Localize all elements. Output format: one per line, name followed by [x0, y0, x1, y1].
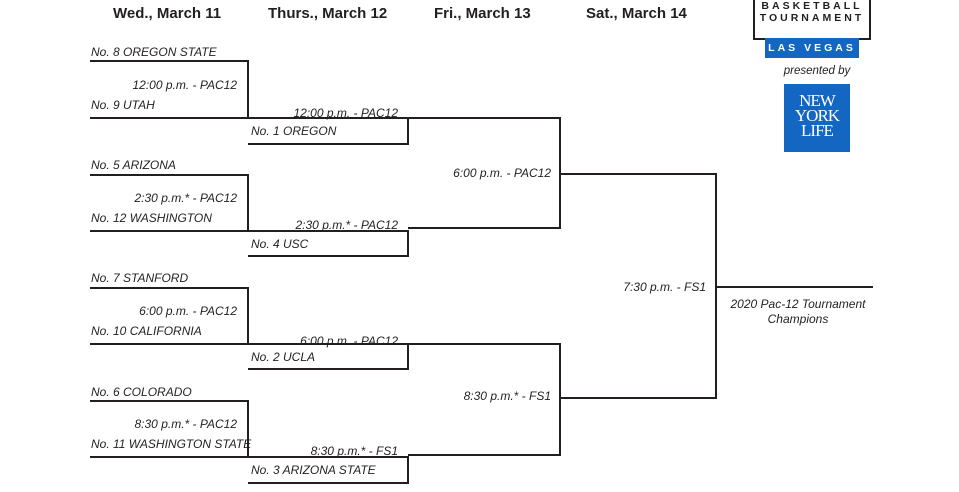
sponsor-logo-line-2: YORK — [794, 106, 840, 125]
qf1-time: 12:00 p.m. - PAC12 — [293, 106, 399, 120]
qf2-team: No. 4 USC — [251, 237, 309, 251]
tournament-logo: BASKETBALL TOURNAMENT — [753, 0, 871, 40]
bracket-line-r1-g2 — [90, 174, 249, 232]
bracket-line-r1-g3 — [90, 287, 249, 345]
sponsor-logo-line-3: LIFE — [801, 121, 834, 140]
bracket-line-r1-g4 — [90, 400, 249, 458]
r1-g3-time: 6:00 p.m. - PAC12 — [139, 304, 237, 318]
sf2-time: 8:30 p.m.* - FS1 — [463, 389, 551, 403]
sponsor-logo-line-1: NEW — [799, 91, 836, 110]
qf1-team: No. 1 OREGON — [251, 124, 337, 138]
r1-g2-time: 2:30 p.m.* - PAC12 — [134, 191, 238, 205]
r1-g4-time: 8:30 p.m.* - PAC12 — [134, 417, 238, 431]
bracket-line-sf2 — [408, 343, 561, 456]
sponsor-logo: NEW YORK LIFE — [784, 84, 850, 152]
champion-label-line-2: Champions — [767, 312, 829, 326]
r1-g4-team-bottom: No. 11 WASHINGTON STATE — [91, 437, 252, 451]
r1-g3-team-bottom: No. 10 CALIFORNIA — [91, 324, 202, 338]
bracket-line-qf2 — [248, 230, 409, 257]
logo-line-2: TOURNAMENT — [759, 12, 865, 24]
logo-location-bar: LAS VEGAS — [765, 38, 859, 58]
qf4-time: 8:30 p.m.* - FS1 — [310, 444, 398, 458]
r1-g1-team-top: No. 8 OREGON STATE — [91, 45, 217, 59]
day-header-thu: Thurs., March 12 — [268, 5, 388, 22]
champion-label-line-1: 2020 Pac-12 Tournament — [730, 297, 866, 311]
r1-g1-team-bottom: No. 9 UTAH — [91, 98, 155, 112]
qf3-team: No. 2 UCLA — [251, 350, 316, 364]
r1-g2-team-top: No. 5 ARIZONA — [91, 158, 176, 172]
qf4-team: No. 3 ARIZONA STATE — [251, 463, 376, 477]
qf2-time: 2:30 p.m.* - PAC12 — [295, 218, 399, 232]
day-header-wed: Wed., March 11 — [113, 5, 222, 22]
day-header-fri: Fri., March 13 — [434, 5, 531, 22]
day-header-sat: Sat., March 14 — [586, 5, 687, 22]
r1-g2-team-bottom: No. 12 WASHINGTON — [91, 211, 212, 225]
qf3-time: 6:00 p.m. - PAC12 — [300, 334, 398, 348]
r1-g1-time: 12:00 p.m. - PAC12 — [132, 78, 238, 92]
bracket-line-qf1 — [248, 117, 409, 145]
bracket-line-qf4 — [248, 456, 409, 484]
sf1-time: 6:00 p.m. - PAC12 — [453, 166, 551, 180]
presented-by-label: presented by — [783, 65, 851, 77]
bracket-line-qf3 — [248, 343, 409, 370]
logo-line-1: BASKETBALL — [761, 0, 863, 12]
r1-g3-team-top: No. 7 STANFORD — [91, 271, 189, 285]
bracket-line-r1-g1 — [90, 60, 249, 118]
r1-g4-team-top: No. 6 COLORADO — [91, 385, 192, 399]
final-time: 7:30 p.m. - FS1 — [623, 280, 706, 294]
